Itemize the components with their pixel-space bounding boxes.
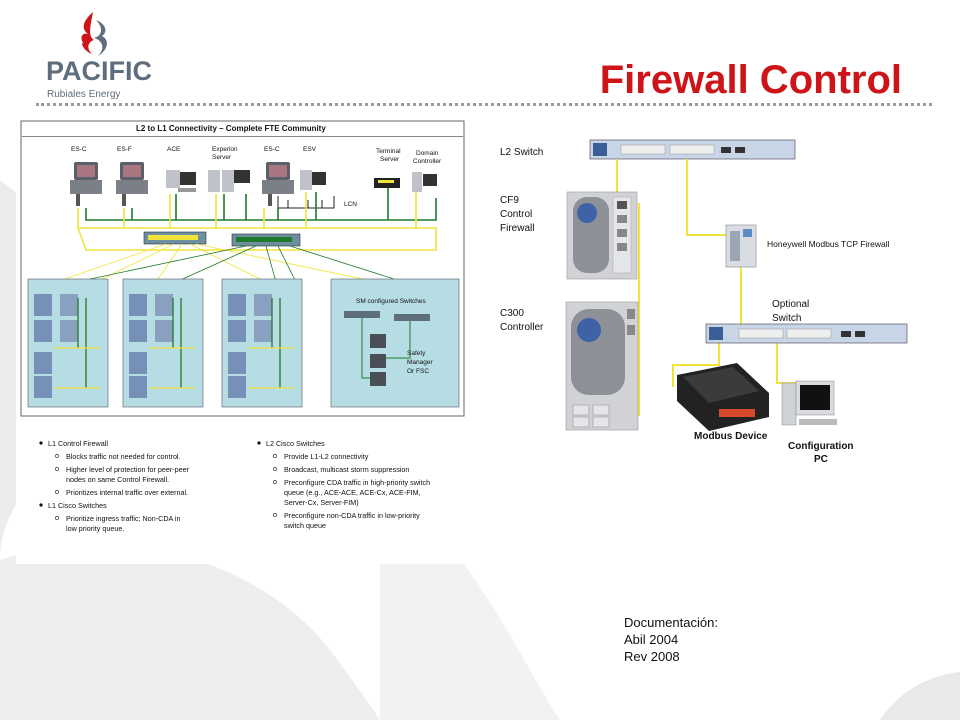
modbus-diagram: L2 Switch CF9 Control Firewall — [500, 139, 908, 465]
title-divider — [36, 103, 932, 106]
l2-switch-label: L2 Switch — [500, 147, 543, 158]
node-label-es-c-2: ES-C — [264, 146, 280, 153]
fte-community-figure: L2 to L1 Connectivity – Complete FTE Com… — [16, 118, 475, 564]
note-item: Prioritize ingress traffic; Non-CDA in — [66, 514, 181, 523]
note-sub-bullet — [55, 467, 59, 471]
configuration-pc-icon — [781, 380, 837, 426]
note-sub-bullet — [273, 480, 277, 484]
node-label-lcn: LCN — [344, 201, 357, 208]
node-label-server: Server — [212, 154, 232, 161]
cf9-label: CF9 — [500, 195, 519, 206]
terminal-server-icon — [374, 178, 400, 188]
node-label-terminal-server: Server — [380, 156, 400, 163]
note-item: Blocks traffic not needed for control. — [66, 452, 181, 461]
l2-switch-icon — [589, 139, 796, 160]
brand-logo: PACIFIC Rubiales Energy — [44, 10, 154, 100]
l2-cisco-switch-icon — [231, 233, 301, 247]
modbus-firewall-icon — [725, 224, 757, 268]
safety-manager-zone: SM configured Switches Safety Manager Or… — [330, 278, 460, 408]
sm-switches-label: SM configured Switches — [356, 298, 426, 305]
console-workstation-icon — [70, 162, 102, 206]
fte-diagram-title: L2 to L1 Connectivity – Complete FTE Com… — [136, 124, 326, 133]
note-sub-bullet — [55, 516, 59, 520]
modbus-firewall-label: Honeywell Modbus TCP Firewall — [767, 239, 890, 249]
note-sub-bullet — [273, 454, 277, 458]
note-sub-bullet — [273, 467, 277, 471]
node-label-terminal: Terminal — [376, 148, 401, 155]
brand-name: PACIFIC — [46, 56, 152, 86]
note-bullet — [39, 503, 43, 507]
fte-diagram: L2 to L1 Connectivity – Complete FTE Com… — [20, 120, 465, 417]
modbus-firewall-figure: L2 Switch CF9 Control Firewall — [487, 125, 955, 480]
domain-controller-icon — [412, 172, 437, 192]
note-item: low priority queue. — [66, 524, 124, 533]
cf9-firewall-label: Firewall — [500, 223, 534, 234]
optional-switch-label: Switch — [772, 313, 801, 324]
note-item: switch queue — [284, 521, 326, 530]
note-heading: L1 Cisco Switches — [48, 501, 107, 510]
configuration-label: Configuration — [788, 441, 854, 452]
node-label-domain: Domain — [416, 150, 439, 157]
note-sub-bullet — [273, 513, 277, 517]
safety-manager-label: Manager — [407, 359, 433, 366]
c300-label: C300 — [500, 308, 524, 319]
note-heading: L2 Cisco Switches — [266, 439, 325, 448]
cf9-control-label: Control — [500, 209, 532, 220]
note-item: Server-Cx, Server-FIM) — [284, 498, 359, 507]
documentation-date: Abil 2004 — [624, 632, 679, 647]
documentation-label: Documentación: — [624, 615, 718, 630]
note-item: Preconfigure CDA traffic in high-priorit… — [284, 478, 430, 487]
c300-controller-label: Controller — [500, 322, 544, 333]
console-workstation-icon — [262, 162, 294, 206]
note-item: Higher level of protection for peer-peer — [66, 465, 190, 474]
l2-cisco-switch-icon — [143, 231, 207, 245]
documentation-revision: Rev 2008 — [624, 649, 680, 664]
console-workstation-icon — [116, 162, 148, 206]
safety-fsc-label: Or FSC — [407, 368, 429, 375]
note-heading: L1 Control Firewall — [48, 439, 108, 448]
node-label-esv: ESV — [303, 146, 317, 153]
optional-switch-icon — [705, 323, 908, 344]
slide-title: Firewall Control — [599, 58, 902, 102]
note-bullet — [257, 441, 261, 445]
configuration-pc-label: PC — [814, 454, 828, 465]
note-item: Provide L1-L2 connectivity — [284, 452, 369, 461]
node-label-domain-controller: Controller — [413, 158, 442, 165]
note-item: Preconfigure non-CDA traffic in low-prio… — [284, 511, 420, 520]
cf9-firewall-device-icon — [566, 191, 638, 280]
note-sub-bullet — [55, 490, 59, 494]
experion-server-icon — [208, 170, 250, 192]
safety-label: Safety — [407, 350, 426, 357]
ace-computer-icon — [166, 170, 196, 192]
optional-label: Optional — [772, 299, 809, 310]
note-item: Broadcast, multicast storm suppression — [284, 465, 409, 474]
documentation-note: Documentación: Abil 2004 Rev 2008 — [624, 614, 718, 665]
l1-zone-3 — [221, 278, 303, 408]
modbus-device-icon — [677, 363, 769, 431]
note-bullet — [39, 441, 43, 445]
node-label-es-f: ES-F — [117, 146, 132, 153]
modbus-device-label: Modbus Device — [694, 431, 768, 442]
node-label-es-c: ES-C — [71, 146, 87, 153]
flame-logo-icon — [81, 12, 107, 56]
note-item: nodes on same Control Firewall. — [66, 475, 169, 484]
node-label-experion: Experion — [212, 146, 238, 153]
esv-computer-icon — [300, 170, 326, 190]
note-sub-bullet — [55, 454, 59, 458]
brand-tagline: Rubiales Energy — [47, 89, 121, 100]
note-item: Prioritizes internal traffic over extern… — [66, 488, 188, 497]
l1-zone-1 — [27, 278, 109, 408]
note-item: queue (e.g., ACE-ACE, ACE-Cx, ACE-FIM, — [284, 488, 421, 497]
node-label-ace: ACE — [167, 146, 181, 153]
l1-zone-2 — [122, 278, 204, 408]
c300-controller-icon — [565, 301, 639, 431]
